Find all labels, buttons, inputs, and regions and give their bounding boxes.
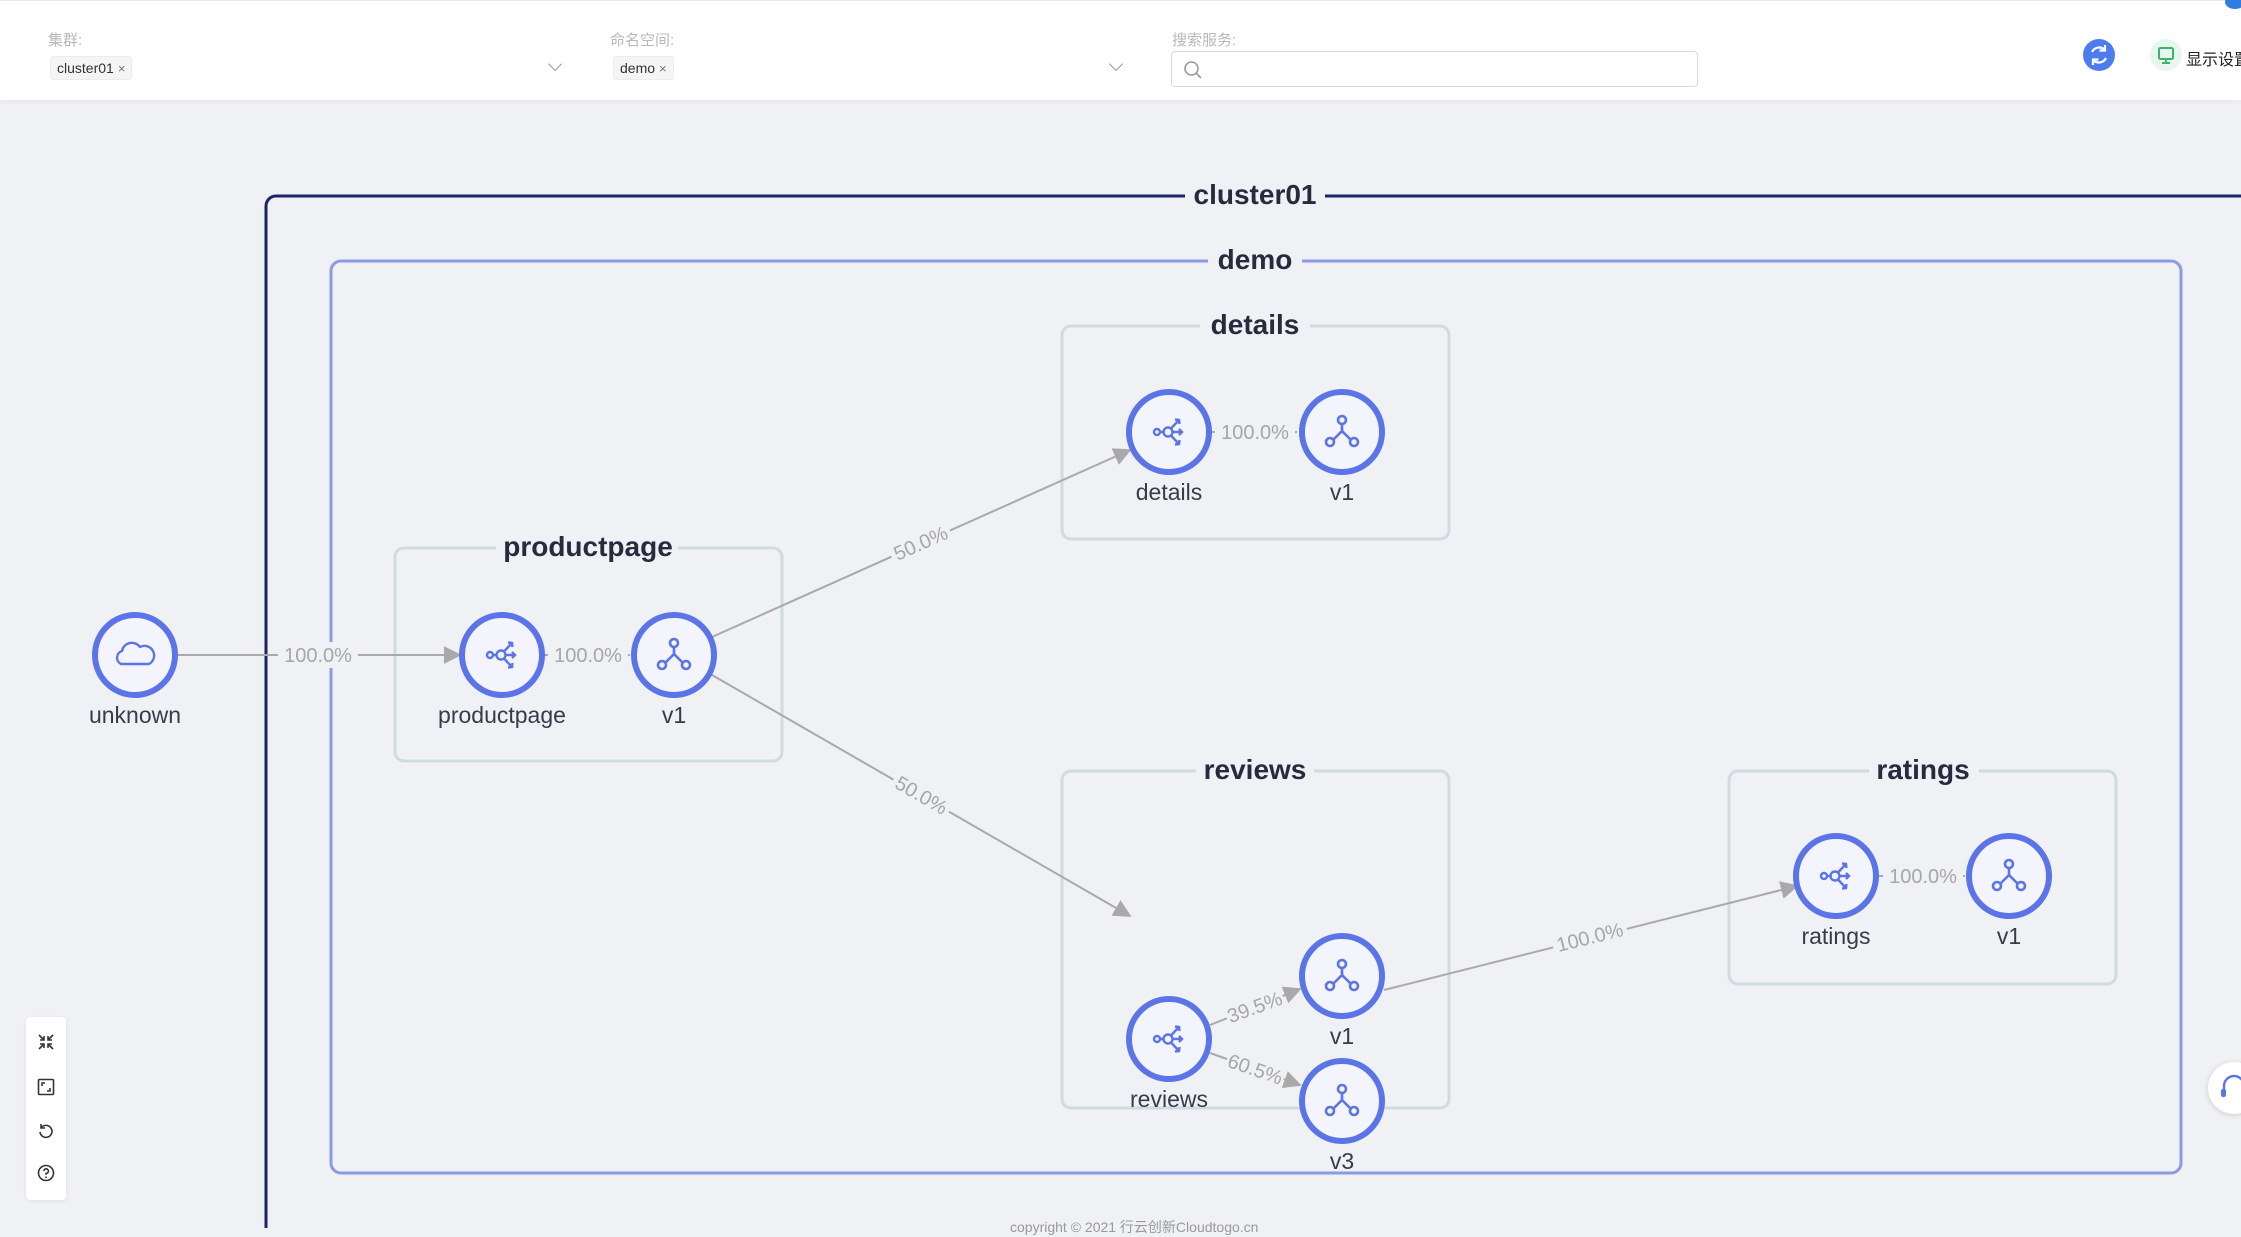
cluster-group: cluster01 <box>264 179 2241 1228</box>
edge-label: 50.0% <box>891 772 951 820</box>
cluster-tag-label: cluster01 <box>57 60 114 76</box>
fit-view-icon[interactable] <box>36 1077 56 1097</box>
namespace-filter-label: 命名空间: <box>610 32 675 49</box>
node-details-service[interactable]: details <box>1126 389 1212 505</box>
productpage-service-group: productpage <box>393 531 784 763</box>
headset-icon <box>2221 1074 2241 1097</box>
namespace-select[interactable]: demo× <box>613 53 1128 83</box>
refresh-icon <box>2091 45 2107 65</box>
node-ratings-v1[interactable]: v1 <box>1966 833 2052 949</box>
search-filter-label: 搜索服务: <box>1172 32 1237 49</box>
node-label: reviews <box>1130 1086 1208 1112</box>
copyright-text: copyright © 2021 行云创新Cloudtogo.cn <box>1010 1219 1259 1235</box>
details-service-group: details <box>1060 309 1451 541</box>
edge-unknown-to-productpage[interactable]: 100.0% <box>178 642 462 668</box>
ratings-group-label: ratings <box>1876 754 1969 785</box>
node-label: details <box>1136 479 1202 505</box>
node-reviews-v3[interactable]: v3 <box>1299 1058 1385 1174</box>
refresh-button[interactable] <box>2083 39 2115 71</box>
node-label: v1 <box>1330 1023 1354 1049</box>
cluster-select[interactable]: cluster01× <box>50 53 565 83</box>
productpage-group-label: productpage <box>503 531 673 562</box>
edge-reviews-v3-to-ratings[interactable]: 100.0% <box>1383 881 1799 991</box>
node-productpage-service[interactable]: productpage <box>438 612 566 728</box>
reset-icon[interactable] <box>36 1121 56 1141</box>
service-topology-graph[interactable]: cluster01 demo details productpage revie… <box>0 100 2241 1228</box>
cluster-filter-label: 集群: <box>48 32 83 49</box>
edge-productpage-v1-to-reviews[interactable]: 50.0% <box>711 674 1132 917</box>
node-productpage-v1[interactable]: v1 <box>631 612 717 728</box>
node-unknown[interactable]: unknown <box>89 612 181 728</box>
node-details-v1[interactable]: v1 <box>1299 389 1385 505</box>
display-settings-label: 显示设置 <box>2186 52 2241 69</box>
ratings-service-group: ratings <box>1727 754 2118 986</box>
edge-productpage-to-v1[interactable]: 100.0% <box>543 642 630 668</box>
namespace-group: demo <box>329 244 2183 1175</box>
monitor-icon <box>2150 39 2182 71</box>
details-group-label: details <box>1211 309 1300 340</box>
node-label: productpage <box>438 702 566 728</box>
edge-reviews-to-v3[interactable]: 60.5% <box>1209 1046 1302 1092</box>
search-icon <box>1184 61 1202 79</box>
chevron-down-icon[interactable] <box>1108 56 1124 72</box>
cluster-tag[interactable]: cluster01× <box>50 56 133 80</box>
reviews-group-label: reviews <box>1204 754 1307 785</box>
top-filter-bar: 集群: cluster01× 命名空间: demo× 搜索服务: <box>0 0 2241 100</box>
search-input[interactable] <box>1208 58 1678 80</box>
namespace-tag-close-icon[interactable]: × <box>659 61 667 76</box>
node-label: ratings <box>1801 923 1870 949</box>
node-label: unknown <box>89 702 181 728</box>
reviews-service-group: reviews <box>1060 754 1451 1110</box>
help-icon[interactable] <box>36 1163 56 1183</box>
node-reviews-service[interactable]: reviews <box>1126 996 1212 1112</box>
edge-label: 100.0% <box>554 645 622 667</box>
edge-label: 100.0% <box>1889 866 1957 888</box>
edge-reviews-to-v1[interactable]: 39.5% <box>1209 984 1302 1030</box>
node-label: v1 <box>1997 923 2021 949</box>
node-label: v3 <box>1330 1148 1354 1174</box>
graph-toolbox <box>26 1017 66 1200</box>
edge-ratings-to-v1[interactable]: 100.0% <box>1877 863 1965 889</box>
search-box[interactable] <box>1171 51 1698 87</box>
node-ratings-service[interactable]: ratings <box>1793 833 1879 949</box>
node-label: v1 <box>662 702 686 728</box>
headset-support-button[interactable] <box>2208 1062 2241 1114</box>
edge-details-to-v1[interactable]: 100.0% <box>1210 419 1297 445</box>
edge-productpage-v1-to-details[interactable]: 50.0% <box>711 448 1132 638</box>
namespace-group-label: demo <box>1218 244 1293 275</box>
edge-label: 100.0% <box>1221 422 1289 444</box>
node-label: v1 <box>1330 479 1354 505</box>
compress-icon[interactable] <box>36 1032 56 1052</box>
corner-accent <box>2225 0 2241 9</box>
cluster-group-label: cluster01 <box>1194 179 1317 210</box>
node-reviews-v1[interactable]: v1 <box>1299 933 1385 1049</box>
namespace-tag[interactable]: demo× <box>613 56 674 80</box>
edge-label: 100.0% <box>284 645 352 667</box>
cluster-tag-close-icon[interactable]: × <box>117 61 126 76</box>
chevron-down-icon[interactable] <box>547 56 563 72</box>
namespace-tag-label: demo <box>620 60 656 76</box>
